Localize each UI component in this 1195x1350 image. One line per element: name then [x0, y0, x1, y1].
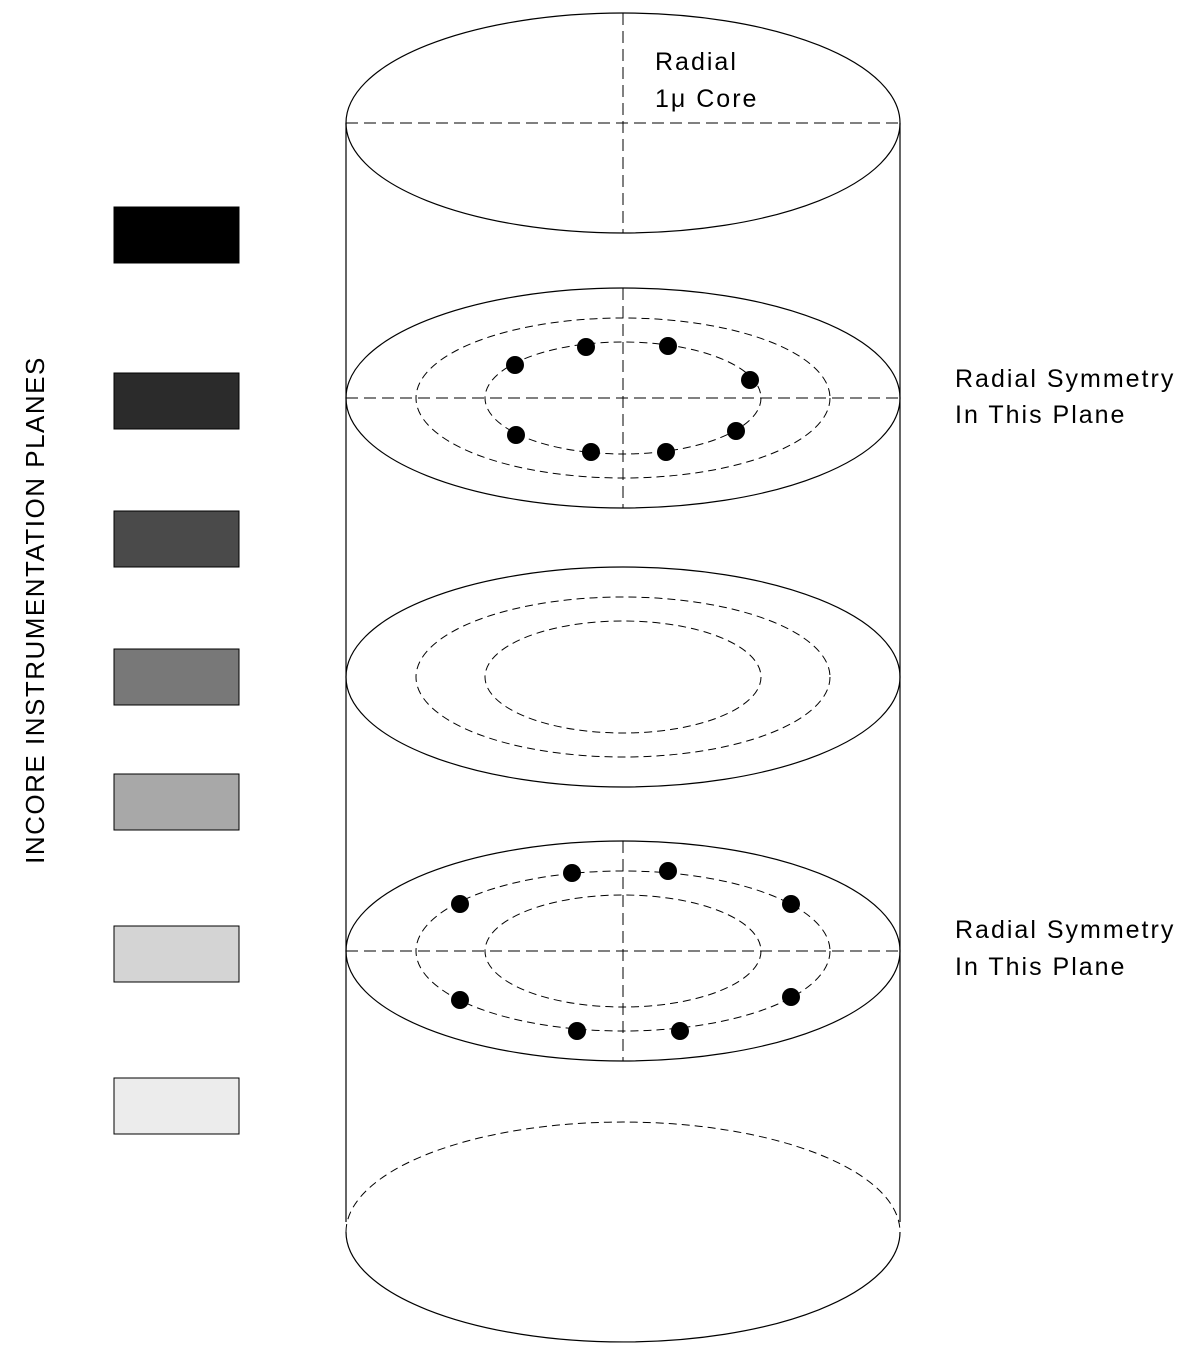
swatch-light-medium	[113, 773, 240, 831]
detector-dots-lower	[451, 862, 800, 1040]
top-label-line1: Radial	[655, 48, 738, 76]
detector-dot	[741, 371, 759, 389]
plane-label-upper-line1: Radial Symmetry	[955, 365, 1175, 393]
swatch-light	[113, 925, 240, 983]
detector-dot	[659, 337, 677, 355]
detector-dot	[782, 988, 800, 1006]
detector-dot	[563, 864, 581, 882]
detector-dot	[568, 1022, 586, 1040]
detector-dot	[671, 1022, 689, 1040]
plane-label-upper-line2: In This Plane	[955, 401, 1126, 429]
detector-dot	[657, 443, 675, 461]
detector-dot	[577, 338, 595, 356]
instrumented-plane-lower	[345, 840, 901, 1062]
swatch-medium	[113, 648, 240, 706]
swatch-dark	[113, 510, 240, 568]
detector-dot	[507, 426, 525, 444]
side-title: INCORE INSTRUMENTATION PLANES	[20, 356, 50, 864]
top-plane	[345, 12, 901, 234]
detector-dot	[659, 862, 677, 880]
middle-plane	[345, 566, 901, 788]
swatch-black	[113, 206, 240, 264]
detector-dot	[727, 422, 745, 440]
instrumented-plane-upper	[345, 287, 901, 509]
detector-dots-upper	[506, 337, 759, 461]
detector-dot	[506, 356, 524, 374]
detector-dot	[451, 895, 469, 913]
detector-dot	[582, 443, 600, 461]
top-label-line2: 1μ Core	[655, 85, 758, 113]
bottom-plane	[345, 1121, 901, 1343]
detector-dot	[451, 991, 469, 1009]
swatch-very-light	[113, 1077, 240, 1135]
plane-label-lower-line1: Radial Symmetry	[955, 916, 1175, 944]
plane-label-lower-line2: In This Plane	[955, 953, 1126, 981]
legend-swatches	[113, 206, 240, 1135]
detector-dot	[782, 895, 800, 913]
swatch-very-dark	[113, 372, 240, 430]
